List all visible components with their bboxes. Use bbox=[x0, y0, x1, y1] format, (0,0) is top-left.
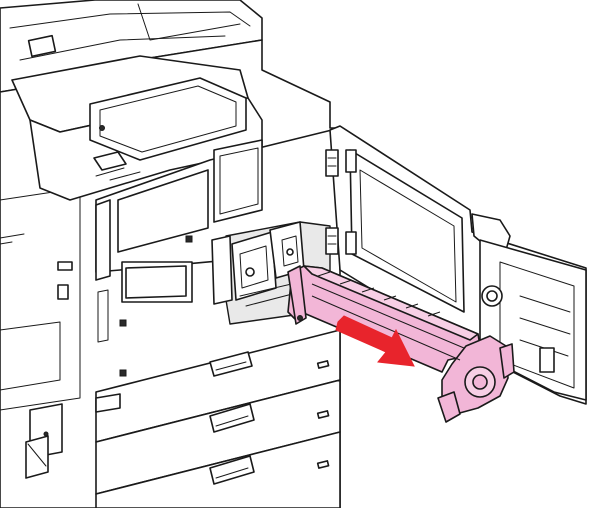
open-front-door bbox=[325, 125, 587, 405]
drum-cartridge bbox=[287, 265, 515, 423]
slide-out-arrow-icon bbox=[335, 315, 415, 367]
control-panel bbox=[11, 55, 263, 201]
paper-drawers bbox=[95, 329, 341, 508]
